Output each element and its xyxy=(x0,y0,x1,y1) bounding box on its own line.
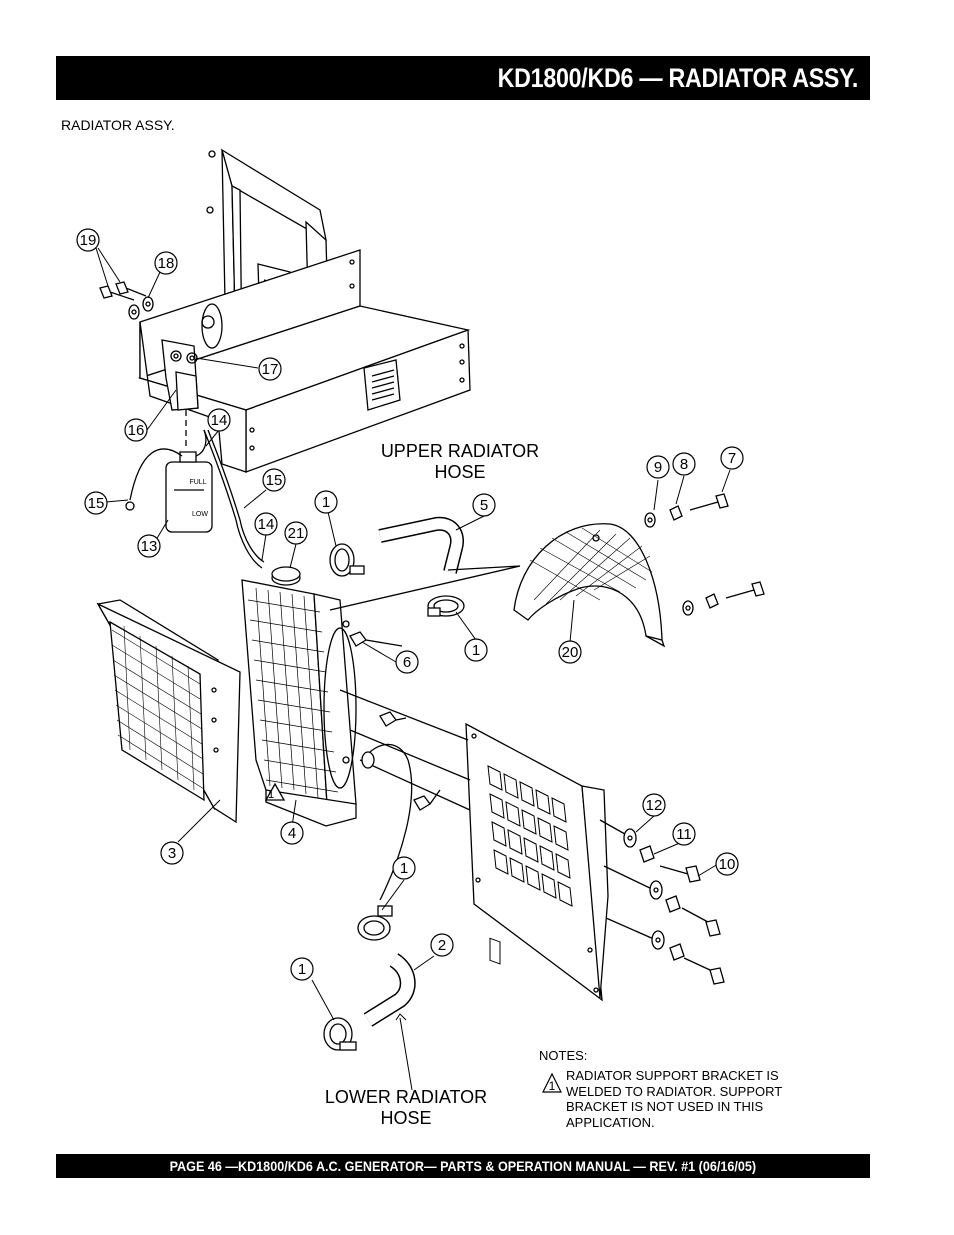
callout-4: 4 xyxy=(288,825,296,842)
callout-14b: 14 xyxy=(258,516,275,533)
note-text: RADIATOR SUPPORT BRACKET IS WELDED TO RA… xyxy=(566,1068,806,1130)
lower-hose-label-line1: LOWER RADIATOR xyxy=(324,1087,488,1107)
callout-7: 7 xyxy=(728,450,736,467)
callout-17: 17 xyxy=(262,361,279,378)
section-label: RADIATOR ASSY. xyxy=(61,117,175,133)
callout-16: 16 xyxy=(128,422,145,439)
radiator-core xyxy=(241,566,357,827)
coolant-reservoir xyxy=(125,429,265,569)
hardware-10-11-12 xyxy=(599,819,725,985)
note-marker: 1 xyxy=(549,1079,556,1093)
callout-1c: 1 xyxy=(400,860,408,877)
callout-2: 2 xyxy=(438,937,446,954)
callout-3: 3 xyxy=(168,845,176,862)
callout-19: 19 xyxy=(80,232,97,249)
lower-hose xyxy=(323,905,416,1051)
callout-15a: 15 xyxy=(88,495,105,512)
callout-group: 19 18 17 16 14 15 15 13 14 21 1 5 9 8 7 … xyxy=(76,228,744,981)
note-marker-radiator: 1 xyxy=(268,789,274,801)
callout-5: 5 xyxy=(480,497,488,514)
upper-hose xyxy=(329,516,465,617)
note-line: WELDED TO RADIATOR. SUPPORT xyxy=(566,1083,783,1099)
callout-1b: 1 xyxy=(472,642,480,659)
callout-6: 6 xyxy=(403,654,411,671)
upper-hose-label: UPPER RADIATOR HOSE xyxy=(372,441,548,483)
note-triangle-icon: 1 xyxy=(542,1072,562,1093)
callout-20: 20 xyxy=(562,644,579,661)
callout-1d: 1 xyxy=(298,961,306,978)
bolts-19 xyxy=(99,281,154,320)
upper-hose-label-line1: UPPER RADIATOR xyxy=(380,441,540,461)
callout-15b: 15 xyxy=(266,472,283,489)
notes-heading: NOTES: xyxy=(539,1048,588,1063)
reservoir-low-mark: LOW xyxy=(192,511,208,518)
page-title: KD1800/KD6 — RADIATOR ASSY. xyxy=(497,62,859,93)
callout-13: 13 xyxy=(141,538,158,555)
callout-12: 12 xyxy=(646,797,663,814)
note-line: RADIATOR SUPPORT BRACKET IS xyxy=(566,1068,779,1083)
front-screen xyxy=(96,599,241,824)
note-line: BRACKET IS NOT USED IN THIS xyxy=(566,1099,764,1114)
callout-10: 10 xyxy=(719,856,736,873)
side-panel xyxy=(465,722,609,1002)
callout-14a: 14 xyxy=(211,412,228,429)
frame-assembly xyxy=(137,148,471,473)
reservoir-bracket xyxy=(161,339,199,411)
callout-11: 11 xyxy=(676,826,692,843)
callout-18: 18 xyxy=(158,255,175,272)
note-line: APPLICATION. xyxy=(566,1114,655,1130)
callout-8: 8 xyxy=(680,456,688,473)
callout-9: 9 xyxy=(654,459,662,476)
fan-guard xyxy=(513,523,666,648)
reservoir-full-mark: FULL xyxy=(189,479,206,486)
upper-hose-label-line2: HOSE xyxy=(434,462,486,482)
page-title-bar: KD1800/KD6 — RADIATOR ASSY. xyxy=(56,56,870,100)
hardware-7-8-9 xyxy=(644,493,765,616)
lower-hose-label-line2: HOSE xyxy=(380,1108,432,1128)
page-footer: PAGE 46 —KD1800/KD6 A.C. GENERATOR— PART… xyxy=(56,1154,870,1178)
callout-1a: 1 xyxy=(322,494,330,511)
callout-21: 21 xyxy=(288,525,305,542)
lower-hose-label: LOWER RADIATOR HOSE xyxy=(314,1087,498,1129)
footer-text: PAGE 46 —KD1800/KD6 A.C. GENERATOR— PART… xyxy=(169,1158,757,1174)
